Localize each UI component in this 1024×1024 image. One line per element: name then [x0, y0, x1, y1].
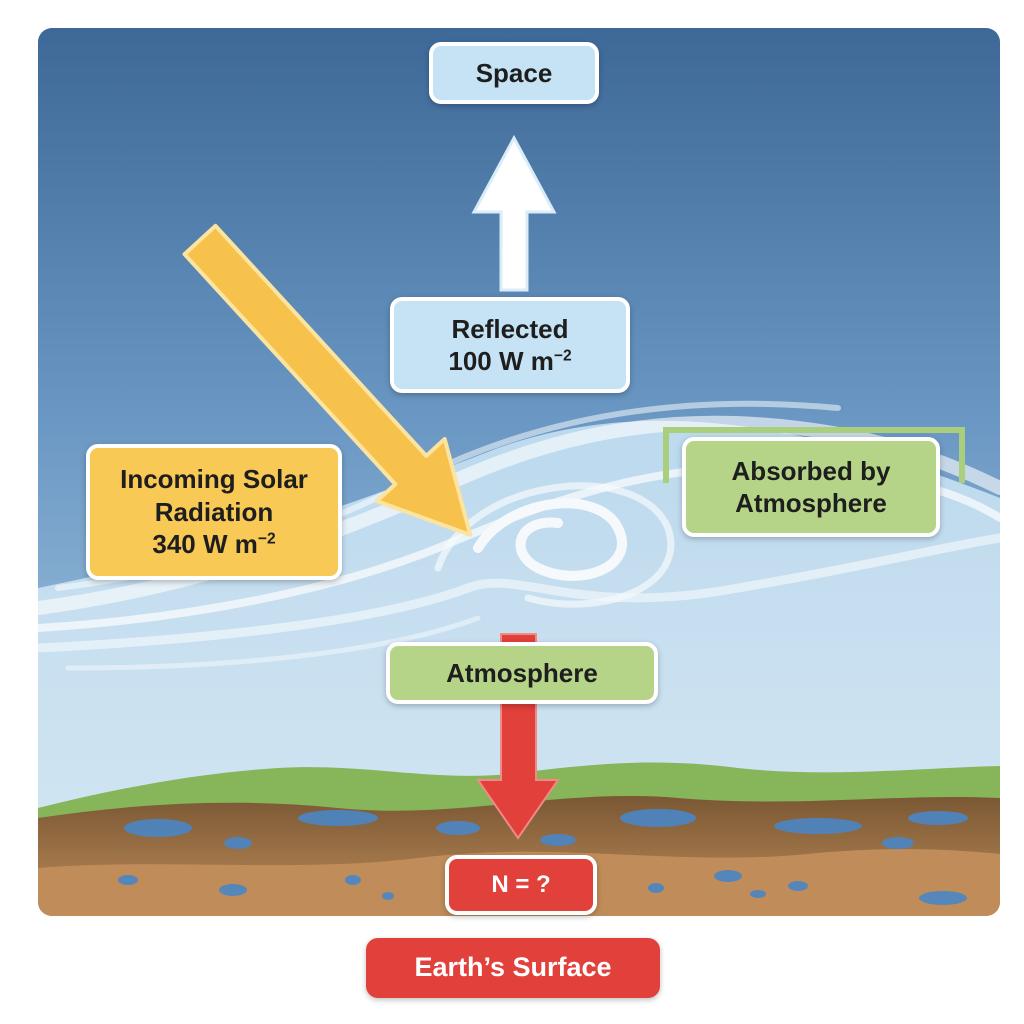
earth-surface-label: Earth’s Surface	[366, 938, 660, 998]
incoming-value-row: 340 W m−2	[152, 528, 275, 561]
water-patches	[118, 809, 968, 905]
reflected-arrow-icon	[471, 134, 557, 292]
incoming-value: 340 W m	[152, 529, 258, 560]
reflected-exponent: −2	[553, 347, 572, 365]
incoming-line-2: Radiation	[154, 496, 274, 527]
absorbed-line-2: Atmosphere	[735, 488, 887, 518]
incoming-solar-label: Incoming Solar Radiation 340 W m−2	[86, 444, 342, 580]
net-flux-label: N = ?	[445, 855, 597, 915]
earth-surface-text: Earth’s Surface	[414, 952, 612, 983]
absorbed-line-1: Absorbed by	[731, 455, 891, 486]
net-flux-text: N = ?	[491, 871, 551, 898]
reflected-title: Reflected	[451, 313, 569, 344]
atmosphere-label: Atmosphere	[386, 642, 658, 704]
solar-radiation-arrow-icon	[182, 223, 473, 537]
incoming-exponent: −2	[257, 530, 276, 548]
absorbed-bracket	[663, 427, 965, 483]
incoming-line-1: Incoming Solar	[120, 464, 308, 495]
reflected-label: Reflected 100 W m−2	[390, 297, 630, 393]
reflected-value-row: 100 W m−2	[448, 345, 571, 378]
reflected-value: 100 W m	[448, 346, 554, 376]
space-label: Space	[429, 42, 599, 104]
atmosphere-text: Atmosphere	[446, 657, 598, 688]
space-text: Space	[475, 57, 553, 88]
absorbed-label: Absorbed by Atmosphere	[682, 437, 940, 537]
